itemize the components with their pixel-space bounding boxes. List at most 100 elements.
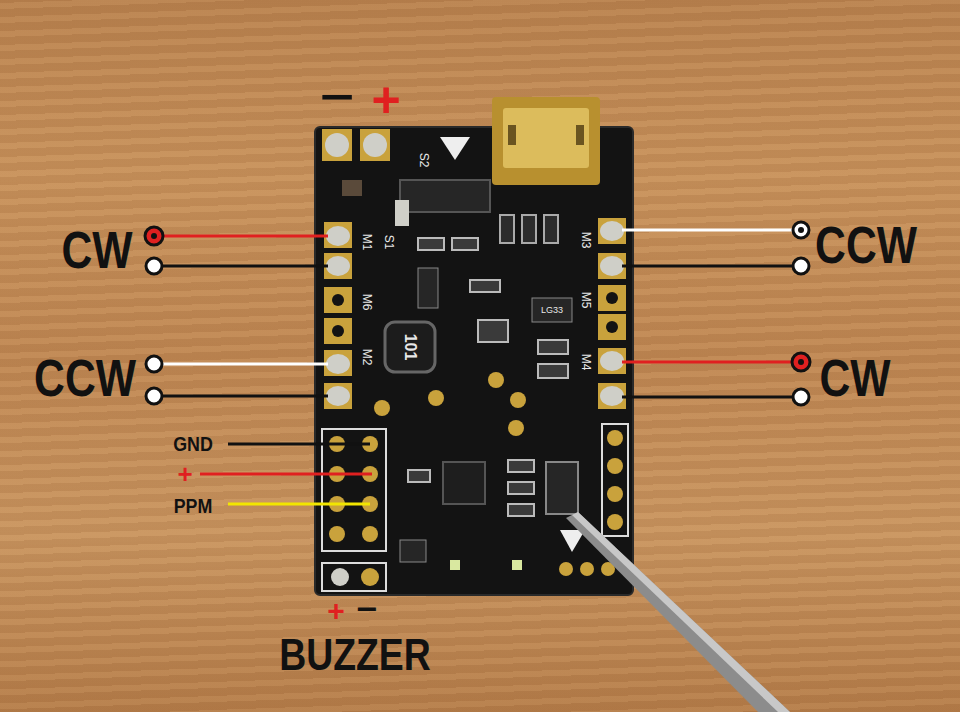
- solder-blob: [600, 221, 624, 241]
- part-label: BUZZER: [279, 633, 431, 677]
- orientation-arrow: [440, 137, 470, 160]
- resistor: [470, 280, 500, 292]
- signal-label: PPM: [174, 495, 213, 516]
- silkscreen-label: M1: [361, 234, 373, 251]
- buzzer-pad: [331, 568, 349, 586]
- motor-pad: [324, 350, 352, 376]
- wire-end-dot: [798, 227, 804, 233]
- polarity-sign: −: [320, 76, 354, 118]
- header-pad: [559, 562, 573, 576]
- polarity-sign: +: [327, 596, 345, 626]
- resistor: [408, 470, 430, 482]
- solder-blob: [600, 386, 624, 406]
- motor-pad: [598, 383, 626, 409]
- motor-pad: [324, 383, 352, 409]
- led: [512, 560, 522, 570]
- solder-blob: [326, 354, 350, 374]
- inductor-marking: 101: [402, 334, 418, 361]
- motor-pad: [598, 314, 626, 340]
- solder-blob: [600, 256, 624, 276]
- solder-blob: [600, 351, 624, 371]
- header-pad: [607, 514, 623, 530]
- header-pad: [329, 526, 345, 542]
- signal-label: GND: [173, 433, 213, 454]
- sensor-chip: [546, 462, 578, 514]
- test-pad: [374, 400, 390, 416]
- usb-slot: [576, 125, 584, 145]
- wire-end-dot: [146, 356, 162, 372]
- header-pad: [607, 430, 623, 446]
- wire-end-dot: [793, 222, 809, 238]
- mosfet: [500, 215, 514, 243]
- resistor: [538, 340, 568, 354]
- rotation-label: CCW: [815, 219, 917, 271]
- transistor: [400, 540, 426, 562]
- motor-pad: [598, 285, 626, 311]
- black-wire: [622, 396, 796, 399]
- white-wire: [622, 229, 796, 232]
- silkscreen-label: M3: [580, 232, 592, 249]
- wire-end-dot: [793, 258, 809, 274]
- tweezers-highlight: [572, 512, 790, 712]
- motor-pad: [598, 253, 626, 279]
- solder-blob: [325, 133, 349, 157]
- header-outline: [322, 429, 386, 551]
- inductor: [385, 322, 435, 372]
- silkscreen-label: S1: [383, 235, 395, 250]
- silkscreen-label: S2: [418, 153, 430, 168]
- header-pad: [362, 526, 378, 542]
- test-pad: [488, 372, 504, 388]
- silkscreen-label: M2: [361, 349, 373, 366]
- polarity-sign: −: [356, 594, 377, 624]
- resistor: [538, 364, 568, 378]
- silkscreen-label: M5: [580, 292, 592, 309]
- usb-port: [492, 97, 600, 185]
- rotation-label: CCW: [34, 352, 136, 404]
- capacitor: [478, 320, 508, 342]
- power-pad: [322, 129, 352, 161]
- usb-port-face: [503, 108, 589, 168]
- pad-hole: [606, 292, 618, 304]
- solder-blob: [363, 133, 387, 157]
- ldo-chip: [532, 298, 572, 322]
- motor-pad: [324, 287, 352, 313]
- tweezers: [566, 512, 790, 712]
- motor-pad: [324, 318, 352, 344]
- wire-end-dot: [145, 227, 163, 245]
- wire-end-dot: [798, 359, 804, 365]
- rotation-label: CW: [819, 352, 890, 404]
- motor-pad: [324, 253, 352, 279]
- power-wire: [200, 473, 372, 476]
- regulator-chip: [400, 180, 490, 212]
- red-wire: [622, 361, 796, 364]
- motor-pad: [598, 348, 626, 374]
- black-wire: [160, 265, 328, 268]
- black-wire: [160, 395, 328, 398]
- pad-hole: [606, 321, 618, 333]
- header-pad: [607, 458, 623, 474]
- wire-end-dot: [151, 233, 157, 239]
- buzzer-pad: [361, 568, 379, 586]
- test-pad: [428, 390, 444, 406]
- gnd-wire: [228, 443, 370, 446]
- silkscreen-label: M6: [361, 294, 373, 311]
- resistor: [508, 504, 534, 516]
- motor-pad: [598, 218, 626, 244]
- red-wire: [160, 235, 328, 238]
- solder-blob: [326, 386, 350, 406]
- transistor: [418, 268, 438, 308]
- resistor: [508, 460, 534, 472]
- rotation-label: CW: [61, 224, 132, 276]
- wire-end-dot: [146, 388, 162, 404]
- wire-end-dot: [793, 389, 809, 405]
- header-outline: [322, 563, 386, 591]
- silkscreen-label: M4: [580, 354, 592, 371]
- chip-marking: LG33: [541, 306, 563, 315]
- resistor: [508, 482, 534, 494]
- header-pad: [607, 486, 623, 502]
- pad-hole: [332, 325, 344, 337]
- wire-end-dot: [792, 353, 810, 371]
